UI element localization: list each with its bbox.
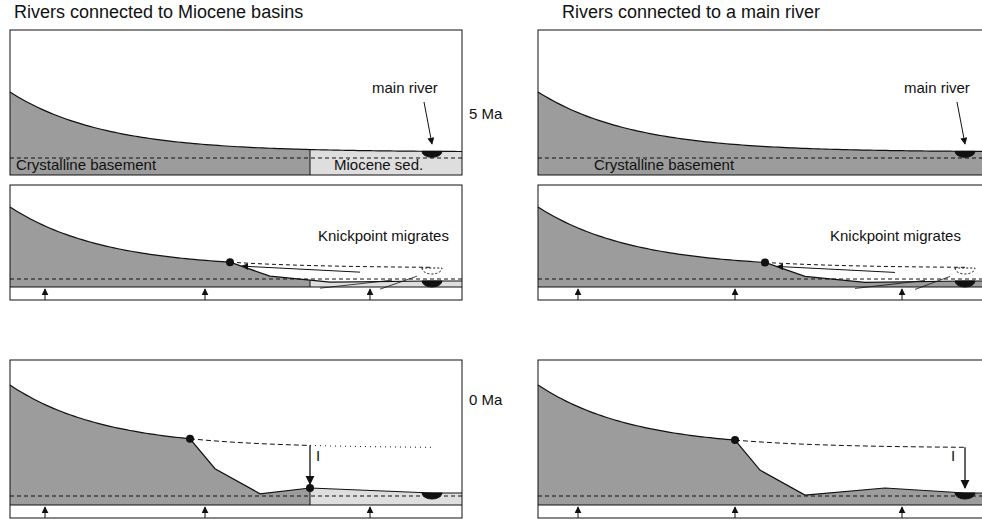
process-label: Knickpoint migrates (830, 228, 961, 245)
river-label: main river (372, 80, 438, 97)
panel-0ma (538, 360, 982, 518)
panel-middle (538, 185, 982, 300)
column-heading: Rivers connected to Miocene basins (14, 3, 303, 23)
time-label: 5 Ma (469, 106, 502, 123)
unit-label: Crystalline basement (594, 157, 734, 174)
time-label: 0 Ma (469, 392, 502, 409)
column-heading: Rivers connected to a main river (562, 3, 820, 23)
unit-label: Crystalline basement (16, 157, 156, 174)
process-label: Knickpoint migrates (318, 228, 449, 245)
river-label: main river (904, 80, 970, 97)
panel-5ma (10, 30, 462, 175)
incision-label: I (951, 448, 955, 465)
unit-label: Miocene sed. (334, 157, 423, 174)
incision-label: I (316, 448, 320, 465)
panel-0ma (10, 360, 462, 518)
panel-5ma (538, 30, 982, 175)
panel-middle (10, 185, 462, 300)
